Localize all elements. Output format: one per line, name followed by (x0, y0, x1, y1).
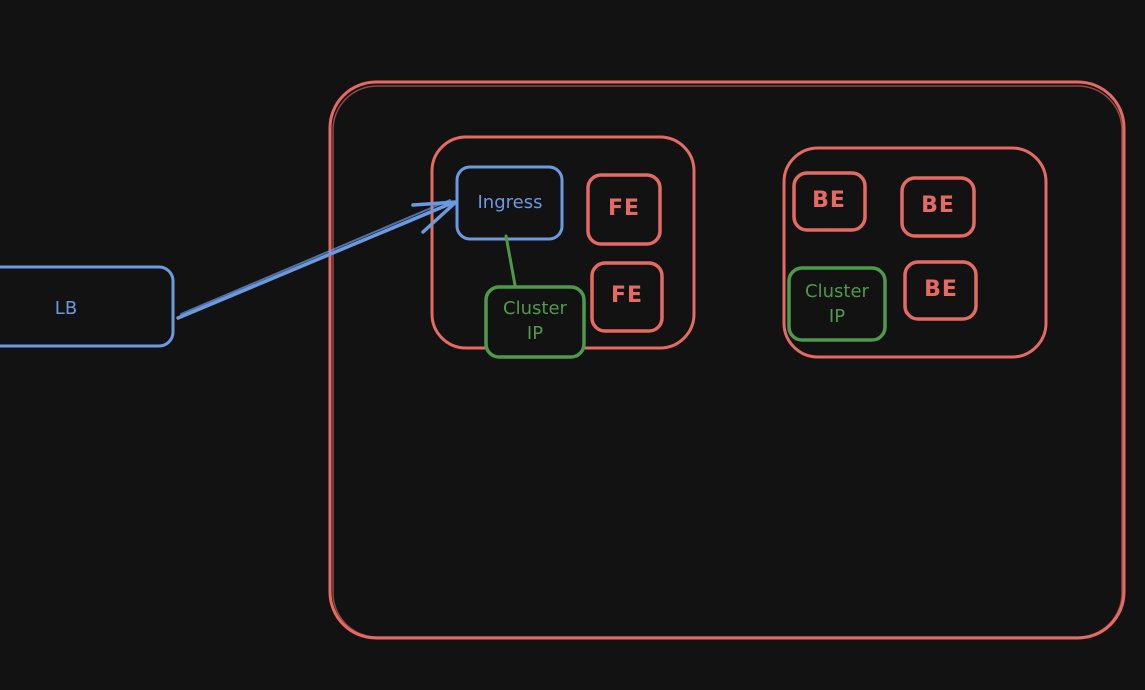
backend-pod-3-label: BE (924, 277, 958, 302)
backend-pod-2: BE (900, 176, 976, 238)
frontend-pod-2-label: FE (611, 283, 643, 308)
backend-pod-1-label: BE (812, 188, 846, 213)
backend-cluster-ip-label-line1: Cluster (805, 281, 869, 302)
backend-pod-2-label: BE (921, 193, 955, 218)
frontend-pod-1: FE (586, 173, 662, 246)
load-balancer-label: LB (55, 298, 77, 319)
frontend-cluster-ip-label-line1: Cluster (503, 298, 567, 319)
cluster-boundary (328, 80, 1126, 640)
lb-to-ingress-arrow (176, 199, 458, 320)
backend-group (782, 146, 1048, 359)
frontend-pod-2: FE (590, 261, 664, 333)
ingress-label: Ingress (478, 192, 543, 213)
backend-cluster-ip-node: Cluster IP (787, 266, 887, 342)
backend-pod-3: BE (903, 260, 978, 321)
load-balancer-node: LB (0, 265, 175, 348)
frontend-cluster-ip-node: Cluster IP (484, 285, 586, 359)
ingress-node: Ingress (455, 165, 564, 241)
backend-cluster-ip-label-line2: IP (829, 306, 845, 327)
frontend-pod-1-label: FE (608, 196, 640, 221)
backend-pod-1: BE (792, 171, 867, 232)
frontend-cluster-ip-label-line2: IP (527, 323, 543, 344)
